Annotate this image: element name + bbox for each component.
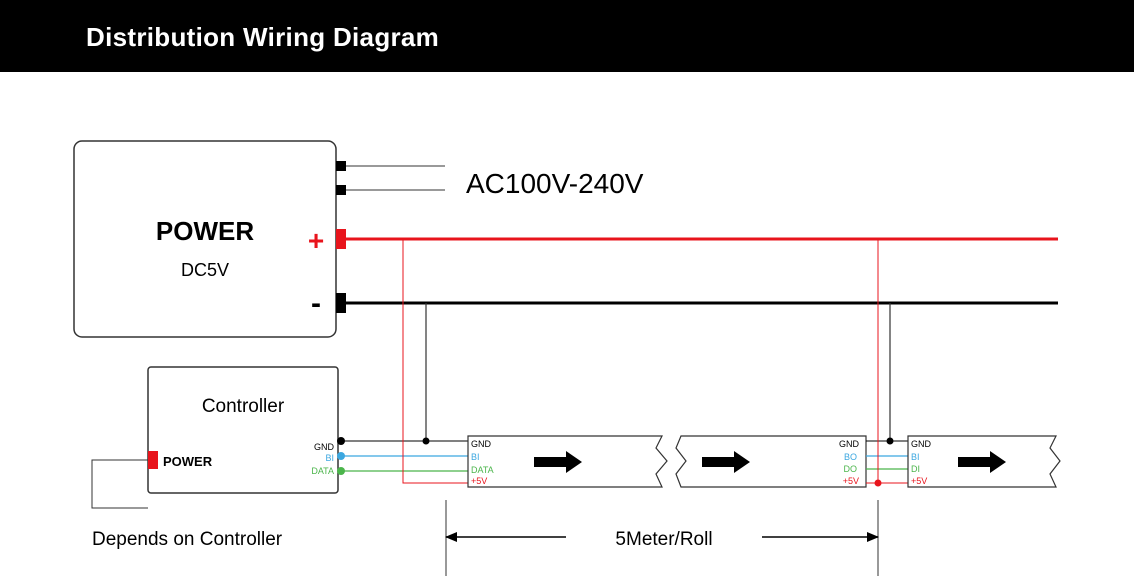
- controller-pin-bi: BI: [325, 453, 334, 463]
- controller-bi-dot: [337, 452, 345, 460]
- controller-power-label: POWER: [163, 454, 213, 469]
- strip2-pin-bo: BO: [844, 452, 857, 462]
- controller-note: Depends on Controller: [92, 529, 283, 550]
- header-bar: Distribution Wiring Diagram: [0, 0, 1134, 72]
- controller-power-terminal: [148, 451, 158, 469]
- strip1-pin-bi: BI: [471, 452, 480, 462]
- power-supply-title: POWER: [156, 216, 254, 246]
- strip3-direction-arrow: [958, 451, 1006, 473]
- left-gnd-junction: [422, 437, 430, 445]
- strip1-direction-arrow: [534, 451, 582, 473]
- strip3-pin-gnd: GND: [911, 439, 932, 449]
- negative-symbol: -: [311, 287, 321, 320]
- strip1-pin-data: DATA: [471, 465, 494, 475]
- controller-box: [147, 366, 339, 494]
- ac-terminal-1: [336, 161, 346, 171]
- right-5v-junction: [874, 479, 882, 487]
- ac-terminal-2: [336, 185, 346, 195]
- strip2-direction-arrow: [702, 451, 750, 473]
- controller-pin-gnd: GND: [314, 442, 335, 452]
- controller-pin-data: DATA: [311, 466, 334, 476]
- controller-data-dot: [337, 467, 345, 475]
- strip1-pin-5v: +5V: [471, 476, 487, 486]
- strip3-pin-5v: +5V: [911, 476, 927, 486]
- controller-gnd-dot: [337, 437, 345, 445]
- right-gnd-junction: [886, 437, 894, 445]
- power-supply-voltage: DC5V: [181, 260, 229, 280]
- positive-symbol: +: [308, 225, 324, 256]
- strip1-pin-gnd: GND: [471, 439, 492, 449]
- strip2-pin-gnd: GND: [839, 439, 860, 449]
- page-title: Distribution Wiring Diagram: [86, 22, 440, 52]
- strip2-pin-do: DO: [844, 464, 858, 474]
- strip-segment-2: [675, 435, 867, 488]
- negative-terminal: [336, 293, 346, 313]
- strip2-pin-5v: +5V: [843, 476, 859, 486]
- ac-input-label: AC100V-240V: [466, 168, 644, 199]
- left-positive-feed: [402, 239, 468, 484]
- strip3-pin-bi: BI: [911, 452, 920, 462]
- positive-terminal: [336, 229, 346, 249]
- controller-power-lead: [91, 459, 148, 509]
- controller-title: Controller: [202, 396, 285, 417]
- dimension-label: 5Meter/Roll: [615, 529, 712, 550]
- strip3-pin-di: DI: [911, 464, 920, 474]
